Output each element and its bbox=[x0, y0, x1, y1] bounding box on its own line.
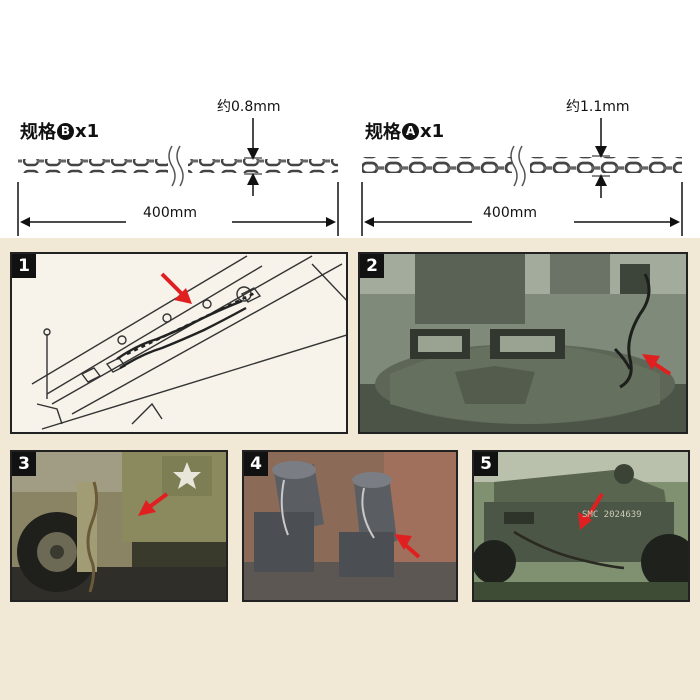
red-arrow-2 bbox=[642, 354, 672, 376]
spec-a-length: 400mm bbox=[480, 205, 540, 221]
chain-b-drawing bbox=[17, 118, 339, 236]
canisters-photo bbox=[244, 452, 456, 600]
spec-a-size-note: 约1.1mm bbox=[566, 99, 630, 115]
turret-photo bbox=[360, 254, 686, 432]
canister-chain bbox=[280, 479, 375, 539]
panel-1-drawing: 1 bbox=[10, 252, 348, 434]
panel-number: 1 bbox=[12, 254, 36, 278]
panel-number: 4 bbox=[244, 452, 268, 476]
red-arrow-5 bbox=[578, 492, 604, 530]
chain-diagrams bbox=[17, 118, 683, 236]
car-chain bbox=[513, 530, 625, 570]
spec-b-quantity: x1 bbox=[75, 120, 100, 142]
truck-chain bbox=[86, 481, 99, 593]
hull-deck-illustration bbox=[31, 255, 346, 430]
panel-number: 5 bbox=[474, 452, 498, 476]
red-arrow-1 bbox=[160, 272, 192, 304]
panel-3-photo: 3 bbox=[10, 450, 228, 602]
panel-number: 2 bbox=[360, 254, 384, 278]
spec-a-prefix: 规格 bbox=[365, 122, 401, 143]
panel-4-photo: 4 bbox=[242, 450, 458, 602]
red-arrow-4 bbox=[394, 534, 421, 559]
truck-photo bbox=[12, 452, 226, 600]
spec-a-quantity: x1 bbox=[420, 120, 445, 142]
vehicle-marking: SMC 2024639 bbox=[582, 510, 642, 520]
spec-b-length: 400mm bbox=[140, 205, 200, 221]
panel-2-photo: 2 bbox=[358, 252, 688, 434]
spec-a-letter-badge: A bbox=[402, 122, 419, 140]
spec-b-prefix: 规格 bbox=[20, 122, 56, 143]
panel-5-photo: 5 SMC 2024639 bbox=[472, 450, 690, 602]
spec-b-letter-badge: B bbox=[57, 122, 74, 140]
armored-car-photo bbox=[474, 452, 688, 600]
panel-number: 3 bbox=[12, 452, 36, 476]
chain-a-drawing bbox=[361, 118, 683, 236]
turret-chain bbox=[613, 273, 651, 389]
red-arrow-3 bbox=[138, 492, 169, 516]
deck-chain bbox=[116, 290, 258, 370]
spec-b-size-note: 约0.8mm bbox=[217, 99, 281, 115]
